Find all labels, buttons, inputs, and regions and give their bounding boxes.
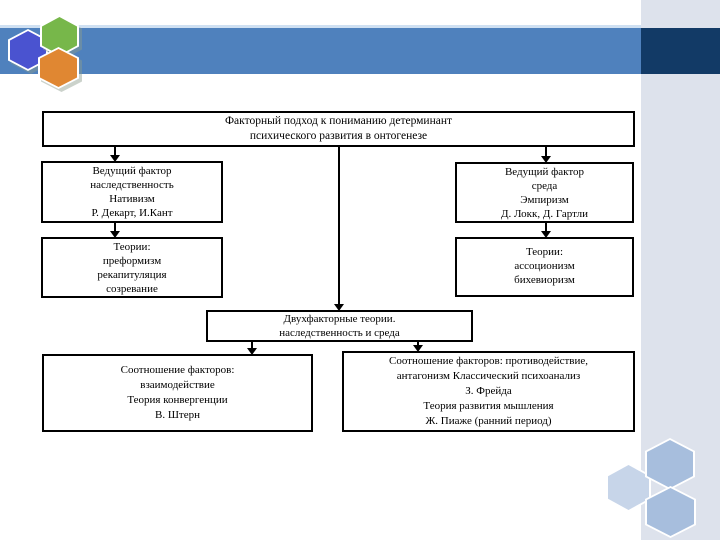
box-line: психического развития в онтогенезе <box>249 130 428 142</box>
box-line: созревание <box>106 282 158 295</box>
connector-arrow-title-to-two-factor <box>334 146 344 311</box>
box-line: Факторный подход к пониманию детерминант <box>224 115 453 127</box>
two-factor-box: Двухфакторные теории. наследственность и… <box>206 310 473 342</box>
right-theories-box: Теории: ассоционизм бихевиоризм <box>455 237 634 297</box>
accent-bar-highlight <box>0 25 641 28</box>
accent-bar <box>0 28 641 74</box>
box-line: З. Фрейда <box>465 385 512 397</box>
box-line: бихевиоризм <box>514 274 575 286</box>
connector-arrow-title-to-left-factor <box>110 146 120 162</box>
box-line: Ведущий фактор <box>92 165 172 177</box>
box-line: В. Штерн <box>154 409 200 421</box>
connector-arrow-two-factor-to-bottom-right <box>413 341 423 352</box>
box-line: ассоционизм <box>514 260 575 272</box>
box-line: Теории: <box>525 246 563 258</box>
box-line: преформизм <box>102 254 162 267</box>
left-theories-box: Теории: преформизм рекапитуляция созрева… <box>41 237 223 298</box>
box-line: взаимодействие <box>140 379 215 391</box>
accent-bar-dark-segment <box>641 28 720 74</box>
connector-arrow-left-factor-to-theories <box>110 222 120 238</box>
box-line: наследственность <box>90 179 174 191</box>
box-line: Ведущий фактор <box>504 165 585 178</box>
box-line: Соотношение факторов: противодействие, <box>388 355 589 367</box>
box-line: рекапитуляция <box>97 268 167 281</box>
bottom-right-box: Соотношение факторов: противодействие, а… <box>342 351 635 432</box>
connector-arrow-title-to-right-factor <box>541 146 551 163</box>
right-factor-box: Ведущий фактор среда Эмпиризм Д. Локк, Д… <box>455 162 634 223</box>
box-line: Теории: <box>113 240 151 253</box>
box-line: антагонизм Классический психоанализ <box>396 370 581 382</box>
connector-arrow-right-factor-to-theories <box>541 222 551 238</box>
box-line: Теория конвергенции <box>127 394 228 406</box>
connector-arrow-two-factor-to-bottom-left <box>247 341 257 355</box>
box-line: Соотношение факторов: <box>120 364 235 376</box>
box-line: Эмпиризм <box>520 193 569 206</box>
box-line: среда <box>531 179 558 192</box>
title-box: Факторный подход к пониманию детерминант… <box>42 111 635 147</box>
box-line: Двухфакторные теории. <box>283 313 396 325</box>
left-factor-box: Ведущий фактор наследственность Нативизм… <box>41 161 223 223</box>
bottom-left-box: Соотношение факторов: взаимодействие Тео… <box>42 354 313 432</box>
box-line: Теория развития мышления <box>423 400 554 412</box>
box-line: Ж. Пиаже (ранний период) <box>425 415 552 427</box>
box-line: Д. Локк, Д. Гартли <box>500 207 589 220</box>
box-line: Нативизм <box>109 193 155 205</box>
blue-decor-hexagon-icon <box>647 440 693 488</box>
box-line: Р. Декарт, И.Кант <box>91 207 173 219</box>
box-line: наследственность и среда <box>279 327 400 339</box>
